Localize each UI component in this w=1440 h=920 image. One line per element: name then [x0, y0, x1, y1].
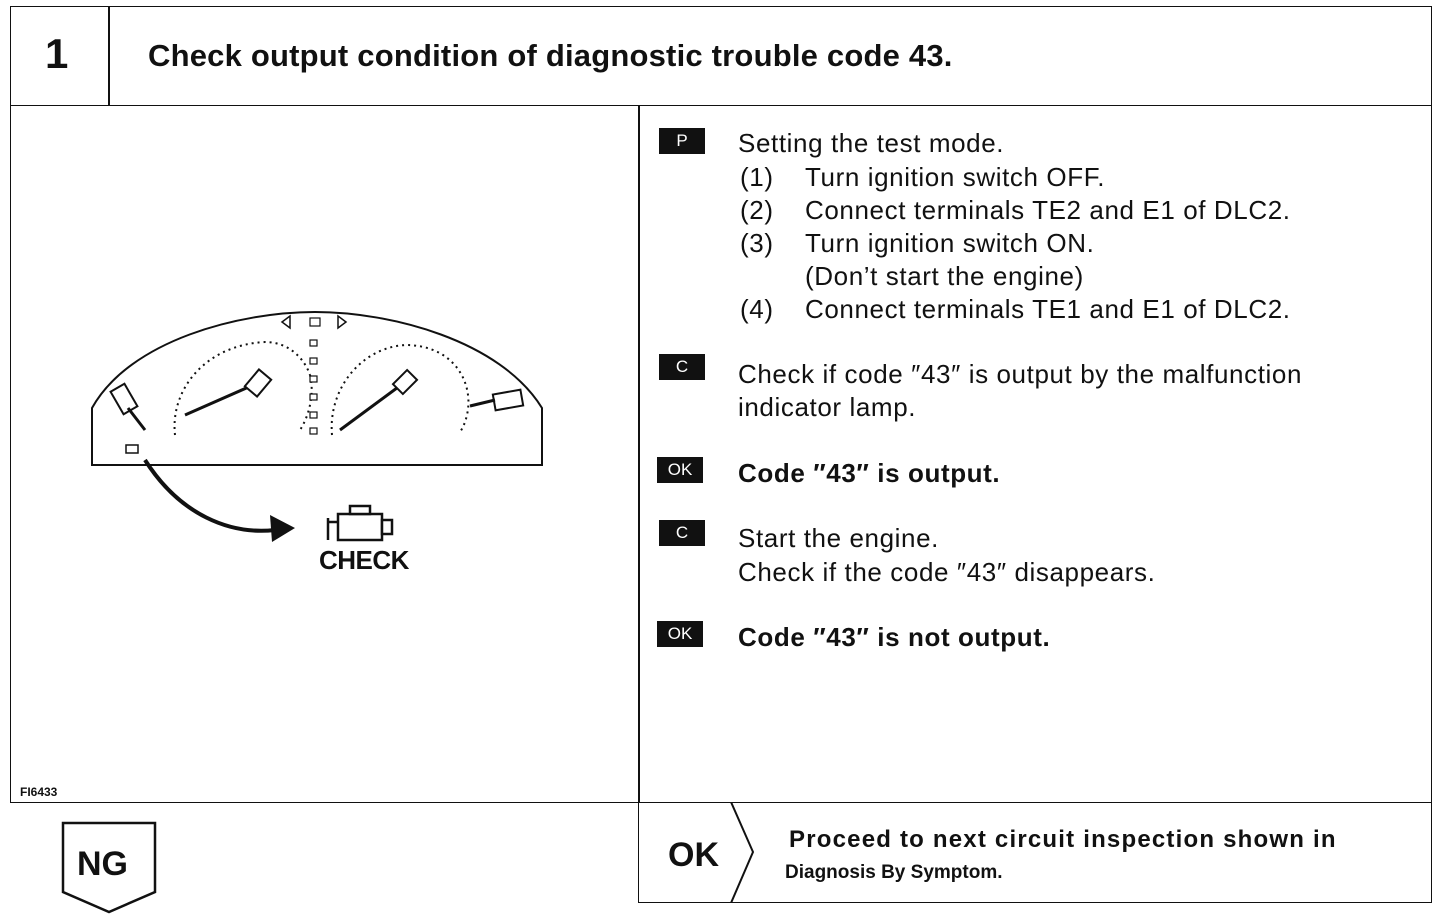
turn-signal-left-icon — [280, 314, 291, 330]
p-heading: Setting the test mode. — [738, 128, 1005, 158]
ok-result-text: Code ″43″ is output. — [738, 458, 1001, 488]
ok-arrow-divider — [730, 802, 755, 903]
check-engine-icon — [326, 504, 394, 542]
badge-p: P — [659, 128, 705, 154]
check-text-line1: Start the engine. — [738, 523, 939, 553]
badge-ok: OK — [657, 621, 703, 647]
ok-result-text: Code ″43″ is not output. — [738, 622, 1051, 652]
badge-c: C — [659, 354, 705, 380]
ok-label: OK — [668, 836, 719, 874]
cluster-outline — [91, 310, 543, 466]
proceed-line1: Proceed to next circuit inspection shown… — [789, 826, 1337, 853]
step-number: 1 — [45, 30, 69, 77]
check-text-line2: indicator lamp. — [738, 392, 917, 422]
fuel-gauge-icon — [469, 388, 525, 412]
pointer-arrow — [143, 458, 276, 533]
check-text-line1: Check if code ″43″ is output by the malf… — [738, 359, 1303, 389]
substep-number: (2) — [740, 195, 774, 225]
substep-text: Connect terminals TE1 and E1 of DLC2. — [805, 294, 1291, 324]
figure-panel — [10, 105, 640, 803]
ok-result-box — [638, 802, 1432, 903]
instrument-cluster-illustration — [91, 310, 543, 542]
check-text-line2: Check if the code ″43″ disappears. — [738, 557, 1156, 587]
substep-number: (3) — [740, 228, 774, 258]
substep-number: (1) — [740, 162, 774, 192]
substep-text: Turn ignition switch ON. — [805, 228, 1095, 258]
badge-c: C — [659, 520, 705, 546]
ng-label: NG — [77, 845, 128, 883]
proceed-line2: Diagnosis By Symptom. — [785, 862, 1003, 883]
tachometer-icon — [173, 340, 313, 436]
turn-signal-right-icon — [337, 314, 348, 330]
substep-text: Connect terminals TE2 and E1 of DLC2. — [805, 195, 1291, 225]
step-title: Check output condition of diagnostic tro… — [148, 38, 953, 73]
speedometer-icon — [330, 343, 470, 436]
step-number-divider — [108, 6, 110, 106]
temperature-gauge-icon — [109, 382, 147, 431]
check-label: CHECK — [319, 545, 409, 575]
substep-text: Turn ignition switch OFF. — [805, 162, 1106, 192]
ng-shield — [61, 821, 157, 914]
substep-text: (Don’t start the engine) — [805, 261, 1084, 291]
figure-id: FI6433 — [20, 785, 58, 799]
check-engine-lamp-small — [125, 444, 139, 454]
indicator-lamps — [309, 317, 321, 435]
substep-number: (4) — [740, 294, 774, 324]
badge-ok: OK — [657, 457, 703, 483]
